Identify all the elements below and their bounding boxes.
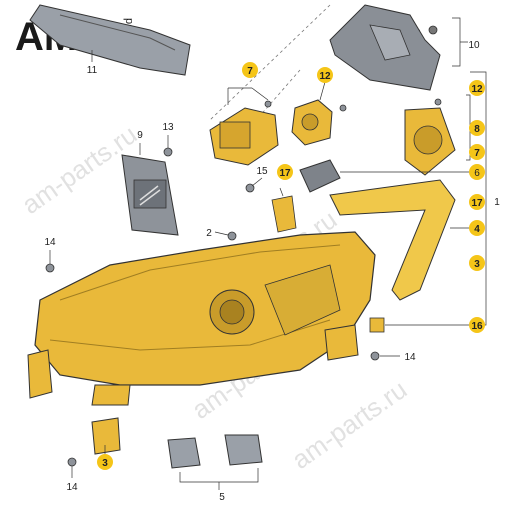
part-6-bulb-socket — [299, 159, 341, 193]
part-11-trim-strip — [29, 4, 191, 76]
callout-8: 8 — [474, 124, 480, 135]
part-10-mounting-bracket — [329, 4, 441, 91]
part-8-round-module — [404, 107, 456, 176]
part-5-mounting-clips — [167, 434, 263, 469]
part-16-clip — [369, 317, 385, 333]
callout-6: 6 — [474, 168, 480, 179]
callout-11: 11 — [87, 65, 98, 76]
callout-3-bottom: 3 — [102, 458, 108, 469]
callout-highlights — [97, 62, 485, 470]
callout-2: 2 — [206, 228, 212, 239]
callout-10: 10 — [468, 40, 480, 51]
callout-13: 13 — [162, 122, 174, 133]
callout-15: 15 — [256, 166, 268, 177]
callout-5: 5 — [219, 492, 225, 503]
callout-17-center: 17 — [279, 168, 291, 179]
callout-4: 4 — [474, 224, 480, 235]
callout-12-upper: 12 — [319, 71, 331, 82]
part-9-control-unit — [121, 154, 179, 236]
part-1-headlamp-assembly — [27, 231, 376, 406]
callout-17-right: 17 — [471, 198, 483, 209]
part-12-adjuster — [291, 99, 333, 146]
callout-16: 16 — [471, 321, 483, 332]
callout-3-right: 3 — [474, 259, 480, 270]
callout-14-bottom: 14 — [66, 482, 78, 493]
watermark-text: am-parts.ru — [16, 119, 142, 220]
part-15-bracket — [271, 195, 297, 233]
part-4-seal-strip — [329, 179, 456, 301]
callout-14-left: 14 — [44, 237, 56, 248]
callout-7-upper: 7 — [247, 66, 253, 77]
screws — [45, 98, 442, 467]
watermark-text: am-parts.ru — [286, 374, 412, 475]
part-3-bracket — [91, 417, 121, 455]
callout-9: 9 — [137, 130, 143, 141]
callout-7-right: 7 — [474, 148, 480, 159]
callout-1: 1 — [494, 197, 500, 208]
callout-14-right: 14 — [404, 352, 416, 363]
callout-12-right: 12 — [471, 84, 483, 95]
part-7-lamp-module — [209, 107, 279, 166]
